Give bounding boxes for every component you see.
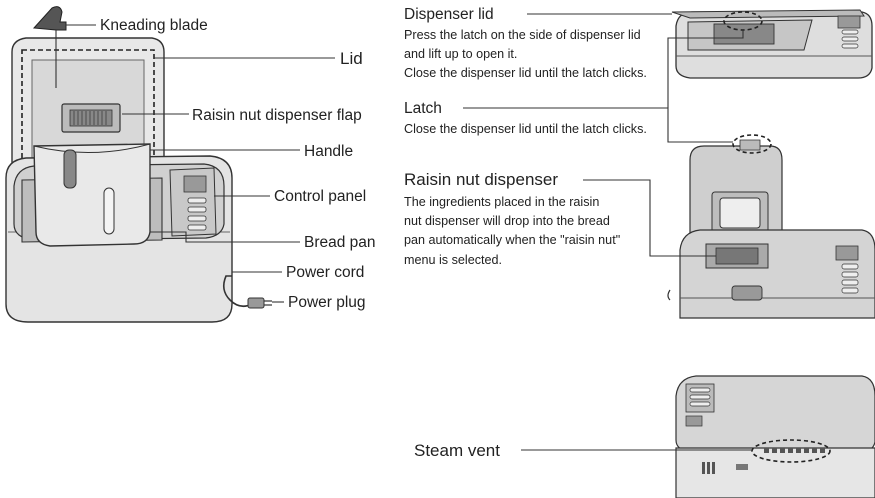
label-kneading-blade: Kneading blade: [100, 17, 208, 34]
label-raisin-dispenser: Raisin nut dispenser: [404, 170, 558, 189]
note-latch-1: Close the dispenser lid until the latch …: [404, 122, 647, 136]
label-handle: Handle: [304, 143, 353, 160]
label-lid: Lid: [340, 49, 363, 68]
bread-maker-illustration: [5, 37, 272, 323]
note-dispenser-lid-3: Close the dispenser lid until the latch …: [404, 66, 647, 80]
note-dispenser-lid-2: and lift up to open it.: [404, 47, 517, 61]
label-raisin-flap: Raisin nut dispenser flap: [192, 107, 362, 124]
raisin-dispenser-illustration: [667, 134, 875, 319]
leader-lines: [55, 13, 752, 451]
steam-vent-illustration: [675, 375, 875, 498]
label-control-panel: Control panel: [274, 188, 366, 205]
note-raisin-4: menu is selected.: [404, 253, 502, 267]
label-bread-pan: Bread pan: [304, 234, 376, 251]
dispenser-lid-illustration: [671, 9, 873, 79]
label-dispenser-lid: Dispenser lid: [404, 6, 494, 23]
note-raisin-1: The ingredients placed in the raisin: [404, 195, 599, 209]
label-latch: Latch: [404, 100, 442, 117]
label-power-cord: Power cord: [286, 264, 364, 281]
note-raisin-2: nut dispenser will drop into the bread: [404, 214, 610, 228]
kneading-blade-icon: [32, 6, 67, 31]
label-steam-vent: Steam vent: [414, 441, 500, 460]
label-power-plug: Power plug: [288, 294, 366, 311]
note-dispenser-lid-1: Press the latch on the side of dispenser…: [404, 28, 641, 42]
note-raisin-3: pan automatically when the "raisin nut": [404, 233, 620, 247]
